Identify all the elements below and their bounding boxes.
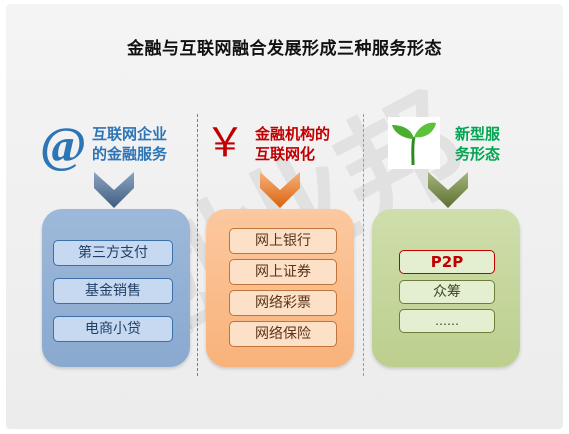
column-1-title-line2: 的金融服务	[92, 145, 168, 163]
at-sign-icon: @	[40, 116, 87, 172]
list-item: ……	[399, 309, 495, 333]
yen-sign-icon: ￥	[205, 120, 245, 165]
list-item: 网络保险	[229, 321, 337, 347]
column-3-title-line1: 新型服	[455, 125, 501, 143]
divider-right	[363, 114, 364, 376]
chevron-down-icon-1	[94, 172, 134, 208]
chevron-down-icon-3	[428, 172, 468, 208]
list-item: P2P	[399, 250, 495, 274]
column-2-title: 金融机构的 互联网化	[255, 124, 330, 164]
diagram-title: 金融与互联网融合发展形成三种服务形态	[127, 39, 442, 59]
sprout-icon	[388, 117, 440, 169]
column-1-title-line1: 互联网企业	[92, 125, 168, 143]
list-item: 网络彩票	[229, 290, 337, 316]
list-item: 基金销售	[53, 278, 173, 304]
column-2-title-line1: 金融机构的	[255, 125, 331, 143]
column-3-title: 新型服 务形态	[455, 124, 500, 164]
list-item: 网上银行	[229, 228, 337, 254]
column-1-title: 互联网企业 的金融服务	[92, 124, 167, 164]
chevron-down-icon-2	[260, 172, 300, 208]
list-item: 电商小贷	[53, 316, 173, 342]
list-item: 众筹	[399, 280, 495, 304]
list-item: 第三方支付	[53, 240, 173, 266]
column-3-title-line2: 务形态	[455, 145, 501, 163]
divider-left	[197, 114, 198, 376]
list-item: 网上证券	[229, 259, 337, 285]
column-2-title-line2: 互联网化	[255, 145, 316, 163]
